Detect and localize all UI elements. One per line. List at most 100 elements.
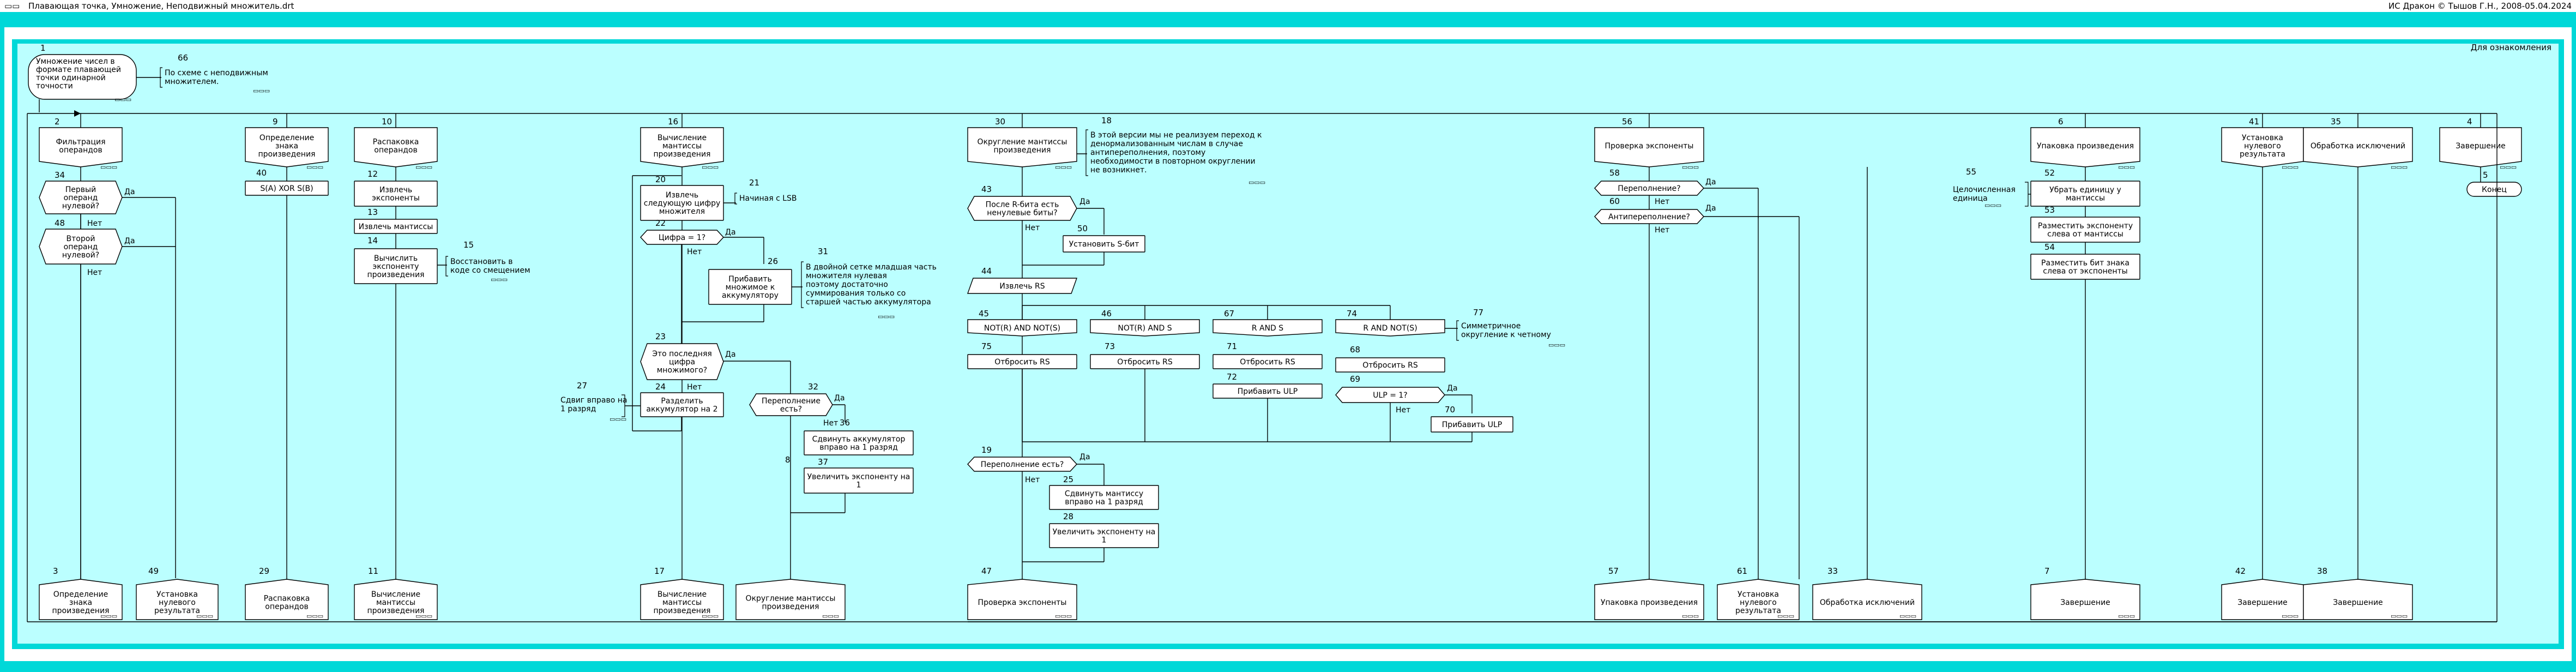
node-number: 7: [2044, 566, 2050, 576]
comment-no-denormals: антипереполнения, поэтому: [1090, 148, 1205, 157]
branch-header-text: результата: [2240, 150, 2285, 159]
question-text: множимого?: [657, 366, 707, 375]
action-text: аккумулятору: [722, 291, 779, 300]
node-number: 22: [655, 218, 666, 228]
action-text: Сдвинуть аккумулятор: [812, 435, 906, 444]
node-number: 16: [668, 117, 678, 127]
branch-header-41: [2221, 127, 2304, 167]
branch-address-33: [1812, 579, 1922, 620]
action-text: слева от экспоненты: [2043, 267, 2127, 276]
action-text: вправо на 1 разряд: [1065, 498, 1143, 507]
action-text: Отбросить RS: [994, 358, 1050, 367]
comment-no-denormals: денормализованным числам в случае: [1090, 140, 1243, 148]
yes-label: Да: [1079, 197, 1090, 206]
question-digit-one: [640, 230, 724, 245]
end-terminal: [2466, 182, 2522, 197]
branch-address-text: Определение: [53, 590, 108, 599]
branch-address-text: Округление мантиссы: [746, 595, 836, 603]
node-number: 49: [148, 566, 159, 576]
node-number: 21: [749, 178, 759, 188]
title-icon-text: Умножение чисел в: [36, 57, 115, 66]
title-icon-shape: [28, 54, 137, 100]
comment-integer-one: единица: [1953, 194, 1988, 203]
comment-double-grid: старшей частью аккумулятора: [806, 298, 931, 307]
action-text: Отбросить RS: [1240, 358, 1295, 367]
no-label: Нет: [687, 383, 702, 392]
action-remove-one: [2030, 181, 2140, 207]
node-number: 20: [655, 175, 666, 184]
branch-address-text: Обработка исключений: [1820, 598, 1915, 607]
comment-bracket: [2025, 182, 2029, 207]
action-text: Извлечь: [379, 186, 412, 195]
action-extract-exponents: [354, 181, 438, 207]
case-67: [1212, 319, 1323, 337]
node-number: 36: [840, 418, 850, 428]
node-marker: ▭▭▭: [415, 613, 432, 620]
action-text: 1: [856, 481, 861, 490]
question-text: цифра: [669, 358, 695, 367]
action-text: множителя: [659, 207, 705, 216]
question-text: Антипереполнение?: [1608, 213, 1690, 221]
action-text: Прибавить: [728, 275, 771, 284]
node-number: 28: [1063, 512, 1073, 521]
node-marker: ▭▭▭: [702, 613, 719, 620]
comment-double-grid: множителя нулевая: [806, 272, 887, 280]
comment-restore-bias: Восстановить в: [450, 257, 512, 266]
node-number: 54: [2044, 242, 2055, 252]
question-nonzero-after-r: [967, 196, 1077, 221]
node-marker: ▭▭▭: [2391, 164, 2408, 171]
no-label: Нет: [1396, 406, 1410, 415]
inner-mode-label: Для ознакомления: [2471, 44, 2551, 52]
branch-address-11: [354, 579, 438, 620]
no-label: Нет: [1025, 224, 1040, 232]
title-icon-text: формате плавающей: [36, 65, 121, 74]
comment-starting-lsb: Начиная с LSB: [739, 194, 797, 203]
no-label: Нет: [1025, 476, 1040, 484]
comment-no-denormals: необходимости в повторном округлении: [1090, 157, 1256, 166]
branch-address-text: Завершение: [2060, 598, 2110, 607]
branch-header-text: произведения: [258, 150, 316, 159]
branch-address-text: Вычисление: [657, 590, 707, 599]
node-number: 38: [2317, 566, 2327, 576]
yes-label: Да: [1079, 453, 1090, 461]
action-text: Сдвинуть мантиссу: [1065, 490, 1143, 499]
action-text: Разделить: [661, 397, 703, 406]
question-first-operand-zero: [39, 181, 123, 214]
node-number: 57: [1608, 566, 1619, 576]
node-number: 55: [1966, 167, 1976, 177]
action-compute-exponent: [354, 248, 438, 284]
node-number: 42: [2235, 566, 2246, 576]
question-text: ненулевые биты?: [987, 209, 1058, 218]
action-text: Отбросить RS: [1117, 358, 1173, 367]
branch-header-10: [354, 127, 438, 167]
branch-address-47: [967, 579, 1077, 620]
diagram-canvas[interactable]: ▭▭▭1Для ознакомленияДля ознакомления1Умн…: [17, 44, 2559, 644]
branch-address-29: [245, 579, 329, 620]
comment-round-to-even: Симметричное: [1461, 322, 1521, 331]
question-underflow: [1594, 209, 1704, 224]
node-number: 23: [655, 332, 666, 341]
branch-address-text: произведения: [762, 603, 819, 611]
action-shift-accumulator: [804, 430, 914, 455]
comment-bracket: [801, 261, 804, 308]
branch-address-text: результата: [1735, 607, 1781, 615]
action-text: Увеличить экспоненту на: [807, 473, 910, 482]
node-number: 4: [2467, 117, 2472, 127]
comment-round-to-even: округление к четному: [1461, 331, 1551, 339]
node-number: 61: [1737, 566, 1747, 576]
node-marker: ▭▭▭: [1899, 613, 1916, 620]
comment-double-grid: поэтому достаточно: [806, 280, 888, 289]
node-number: 41: [2249, 117, 2259, 127]
branch-header-text: Установка: [2242, 134, 2283, 142]
node-marker: ▭▭▭: [2391, 613, 2408, 620]
node-number: 70: [1445, 405, 1455, 415]
branch-header-text: Фильтрация: [56, 138, 105, 147]
no-label: Нет: [87, 268, 102, 277]
copyright-label: ИС Дракон © Тышов Г.Н., 2008-05.04.2024: [2388, 1, 2572, 11]
action-drop-rs-71: [1212, 354, 1323, 369]
yes-label: Да: [124, 188, 135, 196]
action-text: множимое к: [726, 283, 775, 292]
branch-address-text: Упаковка произведения: [1601, 598, 1698, 607]
question-text: Переполнение: [762, 397, 821, 406]
node-marker: ▭▭▭: [100, 164, 117, 171]
